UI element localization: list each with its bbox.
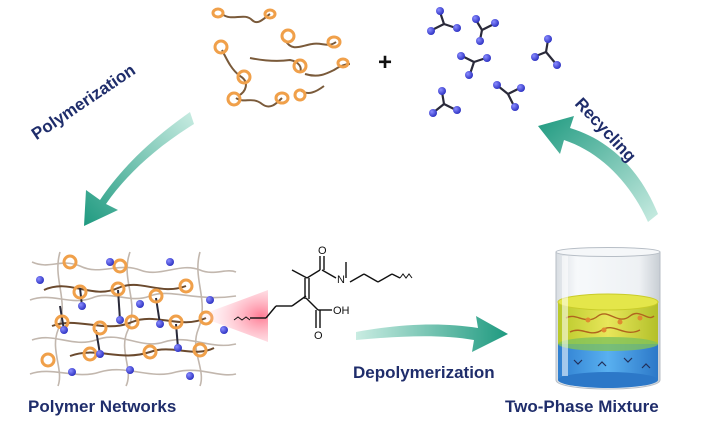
polymer-networks-label: Polymer Networks bbox=[28, 397, 177, 416]
atom-hydroxyl: OH bbox=[333, 305, 350, 317]
crosslinker-molecules bbox=[427, 7, 561, 117]
depolymerization-arrow bbox=[356, 316, 508, 352]
atom-oxygen-top: O bbox=[318, 245, 327, 257]
recycling-arrow bbox=[538, 116, 658, 222]
depolymerization-label: Depolymerization bbox=[353, 363, 495, 382]
polymer-network bbox=[28, 250, 268, 387]
chemical-structure bbox=[233, 256, 413, 328]
atom-oxygen-bottom: O bbox=[314, 330, 323, 342]
monomer-chains bbox=[211, 7, 351, 108]
plus-sign: + bbox=[378, 49, 392, 76]
atom-nitrogen: N bbox=[337, 274, 345, 286]
beaker bbox=[555, 247, 661, 390]
polymerization-arrow bbox=[84, 112, 194, 226]
two-phase-mixture-label: Two-Phase Mixture bbox=[505, 397, 659, 416]
